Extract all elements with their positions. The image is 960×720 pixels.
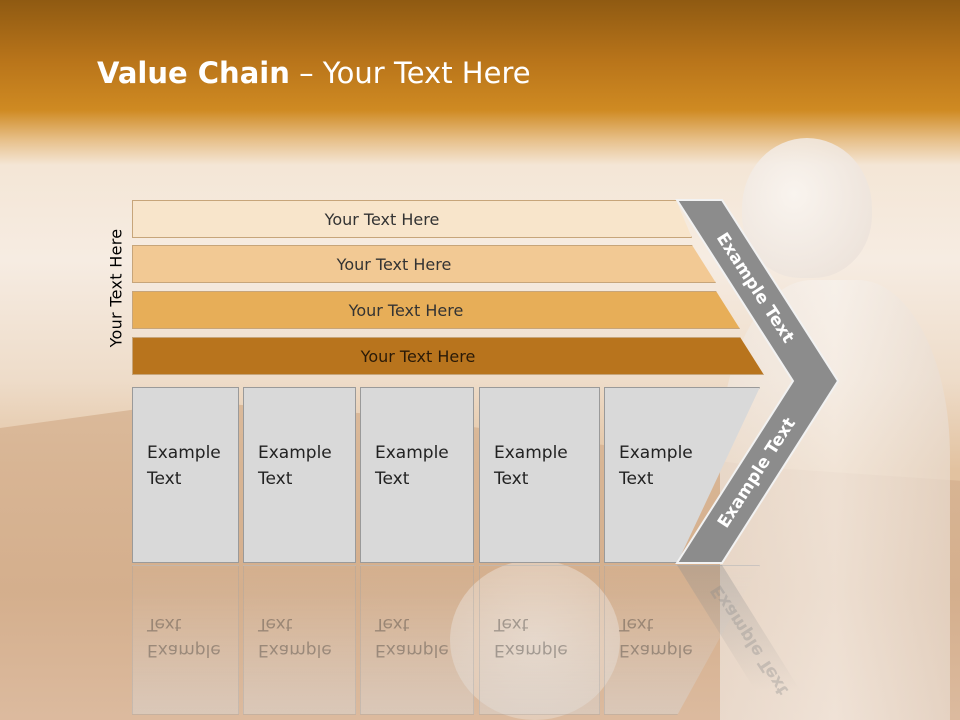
box-4: Example Text — [479, 387, 600, 563]
box-1: Example Text — [132, 387, 239, 563]
bar-4: Your Text Here — [132, 337, 764, 375]
box-2: Example Text — [243, 387, 356, 563]
box-5-label: Example Text — [619, 443, 693, 489]
background-person-hat — [742, 138, 872, 278]
bar-2: Your Text Here — [132, 245, 716, 283]
title-rest: – Your Text Here — [289, 56, 531, 90]
chevron-upper-label: Example Text — [712, 229, 798, 347]
box-2-label: Example Text — [258, 443, 332, 489]
bar-1-label: Your Text Here — [324, 209, 440, 229]
chevron-shape — [675, 199, 840, 564]
bar-4-label: Your Text Here — [360, 346, 476, 366]
bar-3: Your Text Here — [132, 291, 740, 329]
chevron-reflection — [677, 565, 800, 690]
chevron-lower-label: Example Text — [714, 414, 800, 532]
box-4-label: Example Text — [494, 443, 568, 489]
box-1-label: Example Text — [147, 443, 221, 489]
bar-3-label: Your Text Here — [348, 300, 464, 320]
slide-title: Value Chain – Your Text Here — [97, 56, 531, 90]
box-3: Example Text — [360, 387, 474, 563]
bar-1: Your Text Here — [132, 200, 692, 238]
title-bold: Value Chain — [97, 56, 290, 90]
bar-2-label: Your Text Here — [336, 254, 452, 274]
background-hand — [450, 560, 620, 720]
box-3-label: Example Text — [375, 443, 449, 489]
